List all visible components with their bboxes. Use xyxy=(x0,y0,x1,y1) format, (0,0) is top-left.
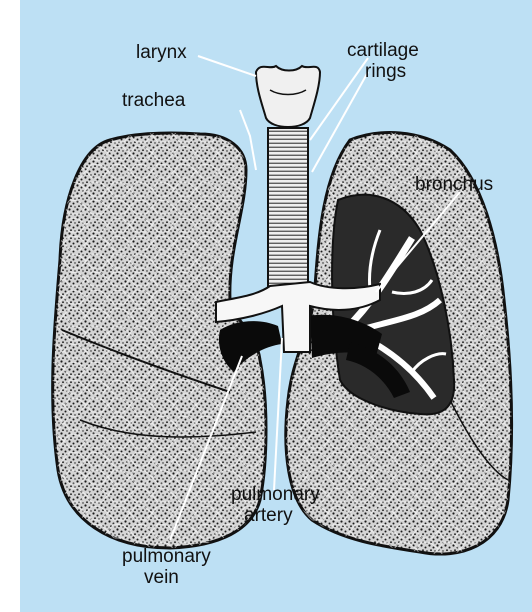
label-cartilage-rings-line1: cartilage xyxy=(347,40,419,61)
label-pulmonary-vein-line2: vein xyxy=(144,567,179,588)
label-cartilage-rings-line2: rings xyxy=(365,61,406,82)
label-pulmonary-artery-line1: pulmonary xyxy=(231,484,320,505)
label-pulmonary-artery-line2: artery xyxy=(244,505,293,526)
label-pulmonary-vein-line1: pulmonary xyxy=(122,546,211,567)
diagram-canvas: larynx trachea cartilage rings bronchus … xyxy=(20,0,532,612)
label-bronchus: bronchus xyxy=(415,174,493,195)
label-trachea: trachea xyxy=(122,90,186,111)
label-larynx: larynx xyxy=(136,42,187,63)
larynx xyxy=(256,66,320,127)
trachea xyxy=(268,128,308,290)
